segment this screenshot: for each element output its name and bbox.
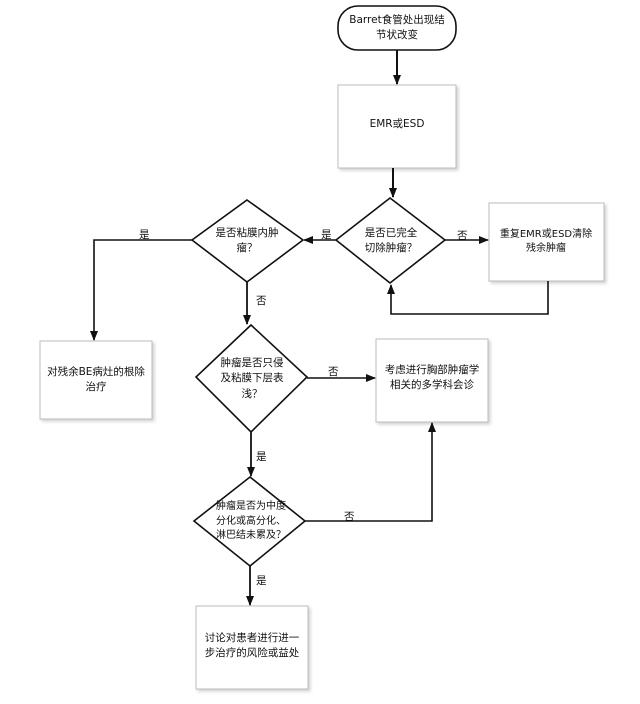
label-intramucosal-yes: 是 [139, 229, 150, 241]
complete-resection-label: 是否已完全切除肿瘤？ [364, 226, 418, 254]
mdt-label: 考虑进行胸部肿瘤学相关的多学科会诊 [384, 363, 480, 391]
label-superficial-no: 否 [328, 366, 339, 378]
edge-differentiation-no-to-mdt [305, 422, 436, 522]
complete-resection-diamond [334, 196, 447, 285]
label-complete-no: 否 [457, 230, 468, 242]
edge-repeat-back-to-complete [387, 281, 549, 315]
start-label: Barret食管处出现结节状改变 [349, 13, 445, 41]
label-differentiation-yes: 是 [256, 575, 267, 587]
edge-intramucosal-yes-to-eradicate [90, 239, 192, 341]
discuss-risk-box [195, 605, 309, 690]
emr-esd-label: EMR或ESD [369, 118, 425, 131]
intramucosal-label: 是否粘膜内肿瘤？ [215, 226, 279, 254]
label-complete-yes: 是 [321, 229, 332, 241]
eradicate-be-label: 对残余BE病灶的根除治疗 [47, 365, 145, 393]
label-differentiation-no: 否 [344, 511, 355, 523]
label-superficial-yes: 是 [256, 451, 267, 463]
emr-esd-box [337, 84, 457, 169]
repeat-emr-label: 重复EMR或ESD清除残余肿瘤 [499, 228, 593, 255]
repeat-emr-box [488, 202, 605, 282]
discuss-risk-label: 讨论对患者进行进一步治疗的风险或益处 [204, 631, 300, 659]
label-intramucosal-no: 否 [256, 295, 267, 307]
differentiation-label: 肿瘤是否为中度分化或高分化、淋巴结未累及？ [216, 501, 286, 542]
eradicate-be-box [39, 340, 153, 420]
superficial-submucosa-label: 肿瘤是否只侵及粘膜下层表浅？ [220, 357, 284, 400]
